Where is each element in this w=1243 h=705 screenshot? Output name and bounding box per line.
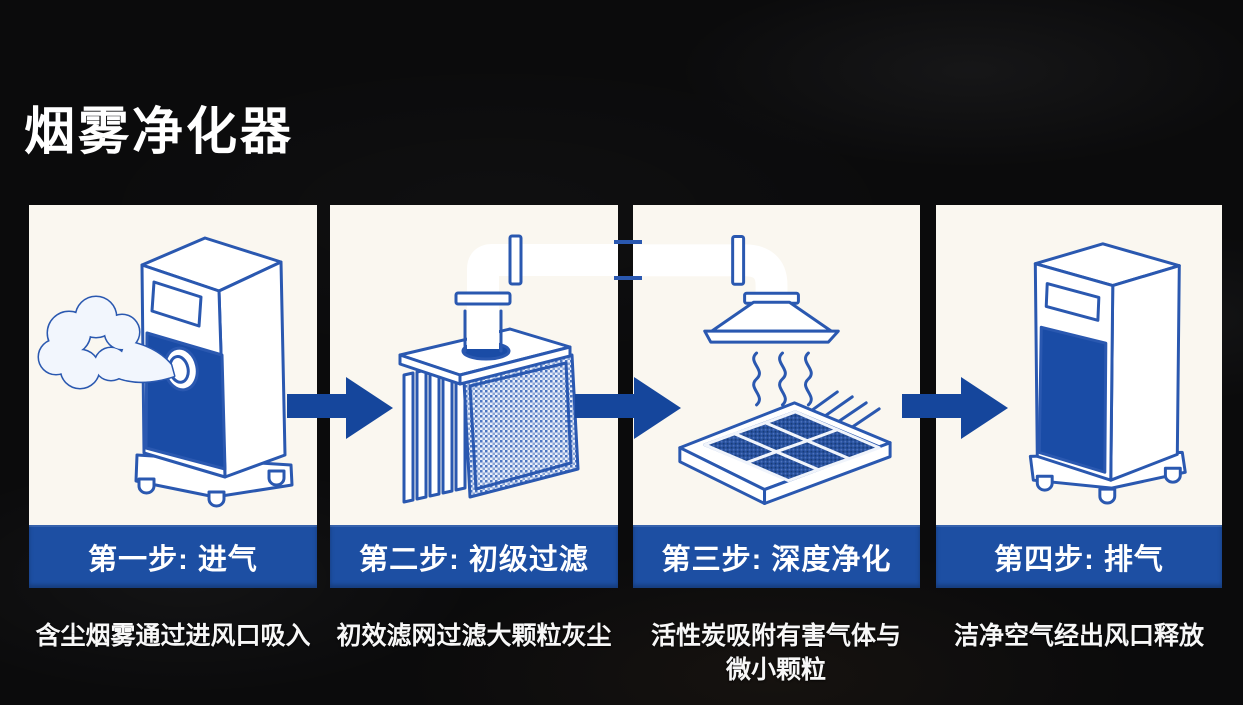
step-1-illustration xyxy=(29,205,317,525)
step-2-illustration xyxy=(330,205,618,525)
page-title: 烟雾净化器 xyxy=(24,103,295,161)
step-caption-4: 洁净空气经出风口释放 xyxy=(953,622,1204,650)
pleated-filter-icon xyxy=(402,359,467,504)
exhaust-machine-icon xyxy=(1028,242,1187,505)
step-card-4: 第四步: 排气 xyxy=(936,205,1222,588)
step-card-3: 第三步: 深度净化 xyxy=(633,205,920,588)
step-banner-label: 第三步: 深度净化 xyxy=(661,543,892,576)
flow-arrow-icon xyxy=(287,377,393,439)
step-caption-2: 初效滤网过滤大颗粒灰尘 xyxy=(336,622,612,650)
step-caption-3: 活性炭吸附有害气体与微小颗粒 xyxy=(650,622,901,684)
carbon-filter-tray-icon xyxy=(633,234,892,506)
step-card-1: 第一步: 进气 xyxy=(29,205,317,588)
intake-machine-icon xyxy=(37,236,294,508)
duct-pipe-icon xyxy=(467,244,618,359)
smoke-waves-icon xyxy=(752,351,813,407)
step-banner-label: 第二步: 初级过滤 xyxy=(359,543,589,576)
step-4-illustration xyxy=(936,205,1222,525)
step-banner-label: 第一步: 进气 xyxy=(88,543,258,576)
hood-funnel-icon xyxy=(703,291,840,344)
flow-arrow-icon xyxy=(575,377,681,439)
flow-arrow-icon xyxy=(902,377,1008,439)
step-banner-2: 第二步: 初级过滤 xyxy=(330,525,618,588)
step-banner-1: 第一步: 进气 xyxy=(29,525,317,588)
step-caption-1: 含尘烟雾通过进风口吸入 xyxy=(35,622,311,650)
step-banner-3: 第三步: 深度净化 xyxy=(633,525,920,588)
smoke-cloud-icon xyxy=(37,295,176,390)
pre-filter-box-icon xyxy=(398,234,618,504)
step-banner-4: 第四步: 排气 xyxy=(936,525,1222,588)
filter-tray-icon xyxy=(678,401,892,506)
step-3-illustration xyxy=(633,205,920,525)
pipe-connector-line xyxy=(614,240,642,280)
step-banner-label: 第四步: 排气 xyxy=(994,543,1164,576)
step-card-2: 第二步: 初级过滤 xyxy=(330,205,618,588)
